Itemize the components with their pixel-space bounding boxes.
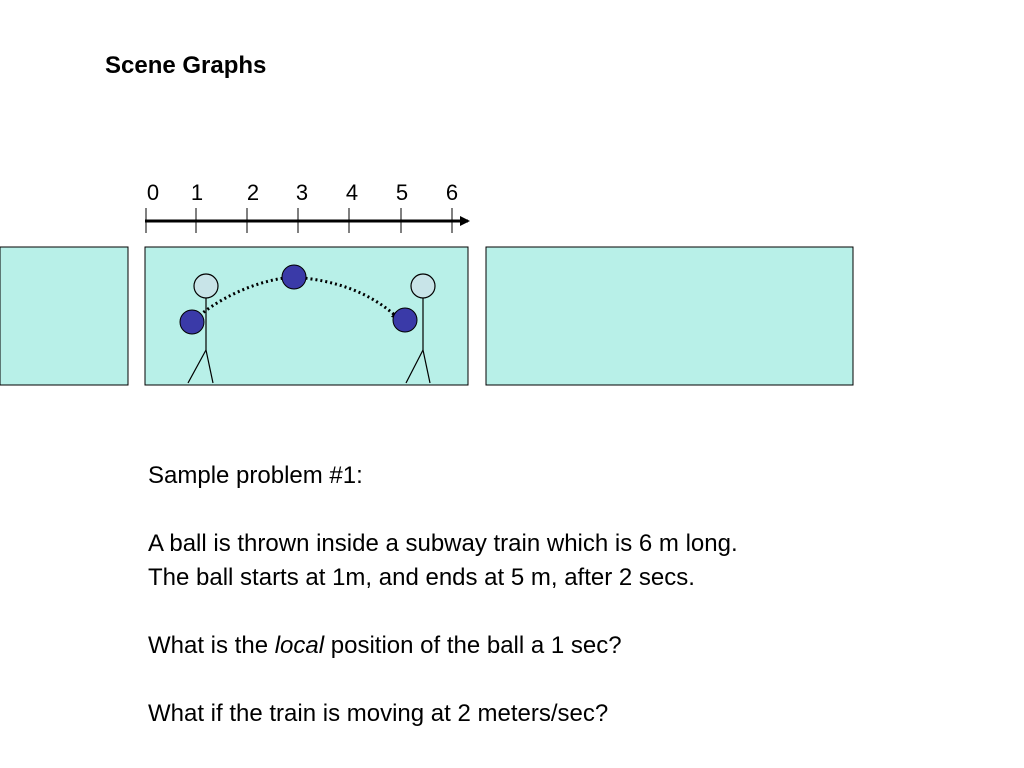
ruler-tick-label: 6 [446,180,458,205]
ball-end [392,307,418,333]
problem-line-1: A ball is thrown inside a subway train w… [148,530,738,557]
question-1-after: position of the ball a 1 sec? [324,632,622,659]
train-car-right [485,246,854,386]
ruler-tick-label: 1 [191,180,203,205]
ruler-tick-label: 3 [296,180,308,205]
question-1-emphasis: local [274,632,325,659]
ball-mid [281,264,307,290]
stick-figure-thrower [187,273,219,384]
question-2: What if the train is moving at 2 meters/… [148,700,609,727]
question-1-before: What is the [148,632,275,659]
slide-title: Scene Graphs [105,52,267,79]
ruler-tick-label: 0 [147,180,159,205]
question-1: What is the local position of the ball a… [148,629,738,663]
ball-start [179,309,205,335]
ruler-tick-label: 5 [396,180,408,205]
distance-ruler: 0 1 2 3 4 5 6 [145,180,470,233]
ruler-ticks: 0 1 2 3 4 5 6 [145,180,458,233]
ball-trajectory-arc [190,275,400,324]
train-car-left [0,246,129,386]
thrower-head [193,273,219,299]
problem-text: Sample problem #1: A ball is thrown insi… [148,459,738,731]
ruler-tick-label: 2 [247,180,259,205]
problem-line-2: The ball starts at 1m, and ends at 5 m, … [148,564,695,591]
stick-figure-catcher [405,273,436,384]
problem-heading: Sample problem #1: [148,462,363,489]
ruler-tick-label: 4 [346,180,358,205]
catcher-head [410,273,436,299]
